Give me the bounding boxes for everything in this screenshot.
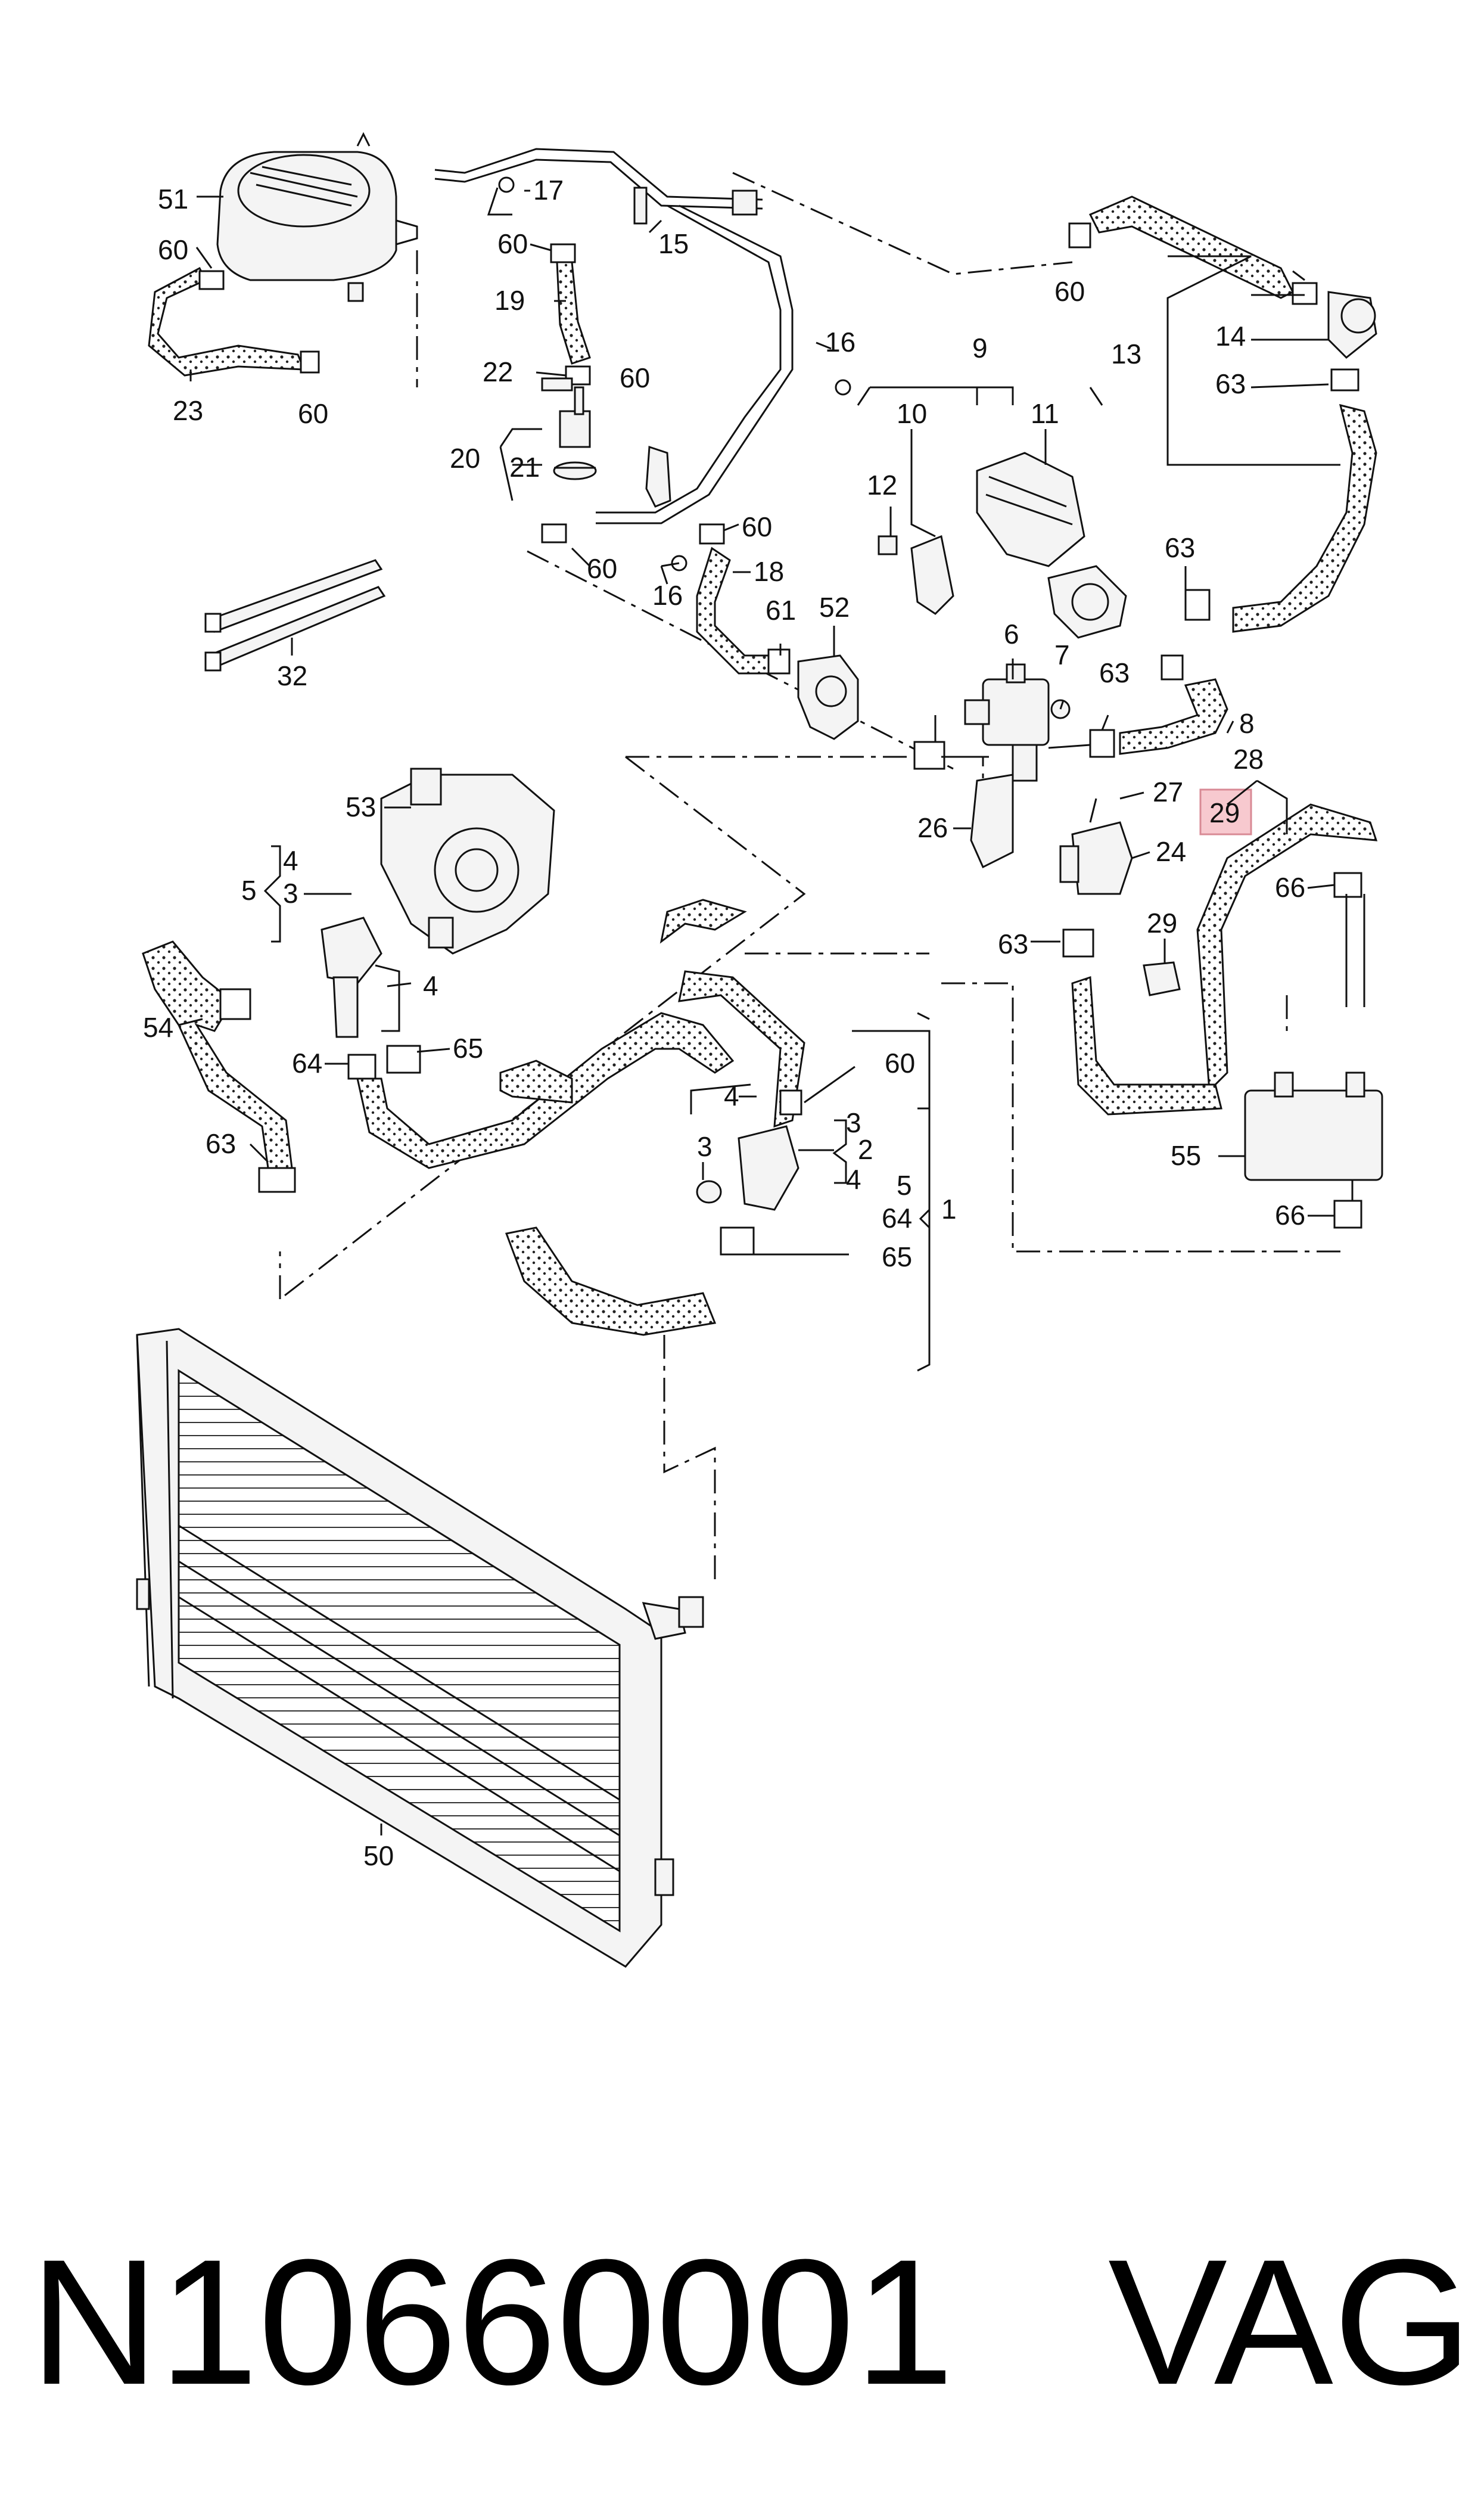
radiator (136, 1328, 704, 1968)
callout-17: 17 (533, 175, 564, 206)
part-number: N10660001 (30, 2222, 954, 2422)
callout-29-highlight (1199, 788, 1252, 835)
callout-labels: 51 60 23 60 17 60 15 19 22 60 16 20 21 6… (143, 175, 1305, 1871)
callout-51: 51 (158, 184, 188, 215)
hose-54 (142, 940, 293, 1169)
callout-11: 11 (1031, 398, 1059, 429)
callout-18: 18 (754, 556, 784, 587)
fitting-20 (541, 377, 597, 480)
hose-19 (556, 261, 591, 365)
water-pump-53 (380, 768, 555, 955)
brand-label: VAG (1108, 2222, 1472, 2422)
callout-12: 12 (867, 470, 897, 501)
callout-64: 64 (292, 1048, 322, 1079)
callout-13: 13 (1111, 338, 1141, 369)
rigid-coolant-pipe (434, 148, 794, 524)
callout-8: 8 (1239, 708, 1255, 739)
bracket (645, 445, 671, 508)
callout-61: 61 (766, 595, 796, 626)
callout-60: 60 (497, 228, 528, 259)
callout-19: 19 (494, 285, 525, 316)
callout-14: 14 (1215, 321, 1246, 352)
callout-1: 1 (941, 1194, 957, 1225)
callout-16: 16 (652, 580, 683, 611)
callout-63: 63 (1099, 657, 1130, 688)
callout-63: 63 (206, 1128, 236, 1159)
cable-ties (204, 559, 386, 672)
callout-10: 10 (897, 398, 927, 429)
callout-55: 55 (1171, 1140, 1201, 1171)
callout-50: 50 (363, 1840, 394, 1871)
hose-28 (1196, 803, 1378, 1093)
housing-24 (1071, 821, 1133, 895)
callout-53: 53 (346, 791, 376, 822)
expansion-tank (216, 132, 418, 302)
callout-16: 16 (825, 327, 855, 358)
callout-2: 2 (858, 1134, 873, 1165)
callout-6: 6 (1004, 619, 1019, 650)
callout-4: 4 (283, 845, 298, 876)
callout-4: 4 (846, 1164, 861, 1195)
callout-22: 22 (483, 356, 513, 387)
callout-63: 63 (998, 928, 1028, 959)
callout-63: 63 (1215, 368, 1246, 399)
callout-26: 26 (917, 812, 948, 843)
callout-28: 28 (1233, 744, 1264, 775)
callout-65: 65 (882, 1241, 912, 1272)
callout-27: 27 (1153, 776, 1183, 807)
callout-64: 64 (882, 1203, 912, 1234)
callout-60: 60 (158, 234, 188, 265)
callout-63: 63 (1165, 532, 1195, 563)
hose-64-65 (356, 1012, 735, 1169)
callout-24: 24 (1156, 836, 1186, 867)
callout-60: 60 (885, 1048, 915, 1079)
callout-23: 23 (173, 395, 203, 426)
callout-32: 32 (277, 660, 307, 691)
callout-66: 66 (1275, 872, 1305, 903)
callout-29: 29 (1147, 908, 1177, 939)
hose-8 (1119, 678, 1228, 755)
callout-9: 9 (972, 333, 988, 364)
callout-60: 60 (620, 362, 650, 393)
thermostat-housing (321, 917, 400, 1038)
callout-3: 3 (846, 1107, 861, 1138)
callout-21: 21 (509, 452, 540, 483)
callout-15: 15 (658, 228, 689, 259)
leader-lines (178, 190, 1340, 1835)
callout-60: 60 (298, 398, 328, 429)
callout-66: 66 (1275, 1200, 1305, 1231)
callout-65: 65 (453, 1033, 483, 1064)
callout-3: 3 (697, 1131, 713, 1162)
callout-3: 3 (283, 878, 298, 909)
callout-4: 4 (724, 1080, 739, 1111)
callout-5: 5 (241, 875, 257, 906)
callout-60: 60 (742, 511, 772, 542)
callout-29-highlighted: 29 (1209, 797, 1240, 828)
hose-23 (148, 266, 306, 377)
valve-6 (964, 663, 1071, 782)
callout-4: 4 (423, 970, 438, 1001)
dashed-reference-lines (279, 172, 1346, 1585)
callout-7: 7 (1054, 639, 1070, 670)
callout-60: 60 (1054, 276, 1085, 307)
callout-60: 60 (587, 553, 617, 584)
callout-54: 54 (143, 1012, 173, 1043)
callout-52: 52 (819, 592, 850, 623)
hose-13 (1088, 195, 1295, 299)
callout-5: 5 (897, 1170, 912, 1201)
bracket-26 (970, 774, 1014, 869)
auxiliary-pump (878, 452, 1127, 639)
callout-20: 20 (450, 443, 480, 474)
oil-cooler (1244, 894, 1383, 1229)
